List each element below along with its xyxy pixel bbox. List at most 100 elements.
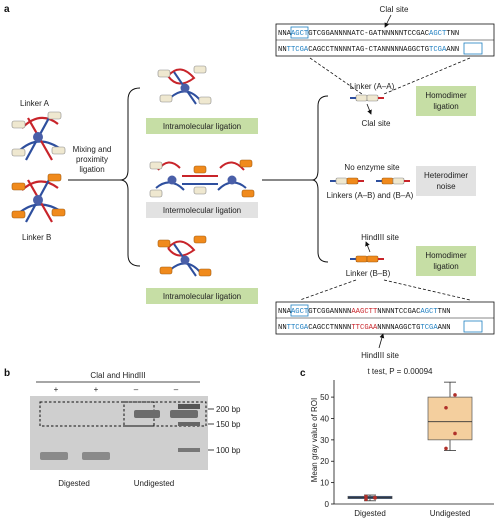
intra-top-molecule: [157, 65, 212, 105]
clai-top-arrow: [384, 14, 392, 28]
left-brace: [119, 87, 141, 267]
sequence-segment: CTT: [364, 308, 378, 316]
seq-top-site-right: [463, 42, 483, 55]
zoom-line-top-right: [383, 57, 471, 95]
linker-b-label: Linker B: [22, 233, 51, 242]
seq-top-site-left: [290, 26, 309, 39]
linker-bb-glyph: [350, 255, 384, 263]
sequence-segment: CAGCCTNNNNTAG: [308, 46, 364, 54]
homodimer-top-line-1: Homodimer: [425, 91, 467, 100]
y-tick-label: 50: [320, 393, 329, 402]
heterodimer-line-2: noise: [436, 182, 456, 191]
sequence-segment: GTCGGANNNNATC: [308, 30, 365, 38]
sequence-segment: TCGA: [429, 46, 447, 54]
hindiii-bottom-arrow: [378, 333, 385, 349]
seq-bottom-site-left: [290, 304, 309, 317]
sequence-segment: GAA: [364, 324, 378, 332]
seq-bottom-strand-2: NNTTCGACAGCCTNNNNTTCGAANNNNAGGCTGTCGAANN: [278, 324, 451, 332]
x-tick-label: Undigested: [430, 509, 470, 518]
sequence-segment: GTCGGANNNN: [308, 308, 351, 316]
linker-a-molecule: [11, 111, 66, 161]
data-point: [453, 431, 457, 436]
lane-4-sign: –: [174, 385, 179, 394]
linker-b-molecule: [11, 173, 66, 223]
homodimer-top-line-2: ligation: [433, 102, 458, 111]
intra-top-label: Intramolecular ligation: [163, 122, 241, 131]
data-point: [364, 497, 368, 502]
homodimer-bottom-line-2: ligation: [433, 262, 458, 271]
linker-aa-label: Linker (A–A): [350, 82, 395, 91]
clai-small-arrow: [366, 103, 372, 115]
inter-label: Intermolecular ligation: [163, 206, 241, 215]
data-point: [373, 496, 377, 500]
data-point: [364, 494, 368, 499]
box-undigested: [427, 396, 473, 441]
zoom-line-bottom-right: [383, 279, 471, 301]
mixing-line-2: proximity: [76, 155, 108, 164]
ladder-band-150: [178, 422, 200, 426]
band-digested-2: [82, 452, 110, 460]
sequence-segment: TCGA: [420, 324, 438, 332]
inter-molecule: [149, 159, 255, 198]
sequence-segment: AGCT: [291, 308, 309, 316]
sequence-segment: NNNNNTCCGAC: [382, 30, 430, 38]
data-point: [444, 405, 448, 410]
band-undigested-1: [134, 410, 160, 418]
sequence-segment: TTCGA: [287, 324, 309, 332]
linker-aa-glyph: [350, 94, 384, 102]
sequence-segment: ANN: [438, 324, 451, 332]
panel-c-label: c: [300, 368, 306, 379]
intra-top-box: [146, 118, 258, 134]
y-tick-label: 20: [320, 457, 329, 466]
sequence-segment: NNNNAGGCTG: [377, 324, 420, 332]
lane-3-sign: –: [134, 385, 139, 394]
sequence-segment: NNA: [278, 308, 292, 316]
sequence-segment: NN: [278, 324, 287, 332]
homodimer-top-box: [416, 86, 476, 116]
sequence-segment: AGCT: [429, 30, 447, 38]
x-tick-label: Digested: [354, 509, 386, 518]
mixing-line-1: Mixing and: [73, 145, 112, 154]
sequence-segment: CTA: [369, 46, 383, 54]
seq-bottom-strand-1: NNAAGCTGTCGGANNNNAAGCTTNNNNTCCGACAGCTTNN: [278, 308, 451, 316]
sequence-segment: -: [364, 46, 368, 54]
sequence-segment: NN: [278, 46, 287, 54]
sequence-segment: ANN: [446, 46, 459, 54]
data-point: [453, 393, 457, 397]
clai-site-small-label: ClaI site: [362, 119, 391, 128]
heterodimer-line-1: Heterodimer: [424, 171, 468, 180]
enzyme-header: ClaI and HindIII: [90, 371, 145, 380]
right-brace: [311, 95, 329, 263]
zoom-line-bottom-left: [299, 279, 357, 301]
sequence-segment: TNN: [446, 30, 459, 38]
linkers-ab-label: Linkers (A–B) and (B–A): [327, 191, 414, 200]
sequence-segment: -: [364, 30, 368, 38]
sequence-segment: AGCT: [291, 30, 309, 38]
inter-box: [146, 202, 258, 218]
linker-a-label: Linker A: [20, 99, 50, 108]
sequence-segment: NNA: [278, 30, 292, 38]
sequence-segment: NNNNTCCGAC: [377, 308, 421, 316]
clai-site-top-label: ClaI site: [380, 5, 409, 14]
sequence-segment: TTCGA: [287, 46, 309, 54]
marker-100: 100 bp: [216, 446, 241, 455]
sequence-segment: TTC: [351, 324, 365, 332]
marker-200: 200 bp: [216, 405, 241, 414]
intra-bottom-molecule: [157, 235, 212, 277]
y-tick-label: 10: [320, 479, 329, 488]
homodimer-bottom-line-1: Homodimer: [425, 251, 467, 260]
y-tick-label: 0: [325, 500, 330, 509]
seq-top-strand-1: NNAAGCTGTCGGANNNNATC-GATNNNNNTCCGACAGCTT…: [278, 30, 459, 38]
marker-150: 150 bp: [216, 420, 241, 429]
sequence-segment: GAT: [369, 30, 383, 38]
hindiii-site-small-label: HindIII site: [361, 233, 399, 242]
linkers-ab-glyph: [330, 177, 410, 185]
sequence-segment: AGCT: [420, 308, 438, 316]
undigested-label: Undigested: [134, 479, 174, 488]
ladder-band-100: [178, 448, 200, 452]
lane-2-sign: +: [94, 385, 99, 394]
mixing-line-3: ligation: [79, 165, 104, 174]
no-enzyme-label: No enzyme site: [344, 163, 400, 172]
